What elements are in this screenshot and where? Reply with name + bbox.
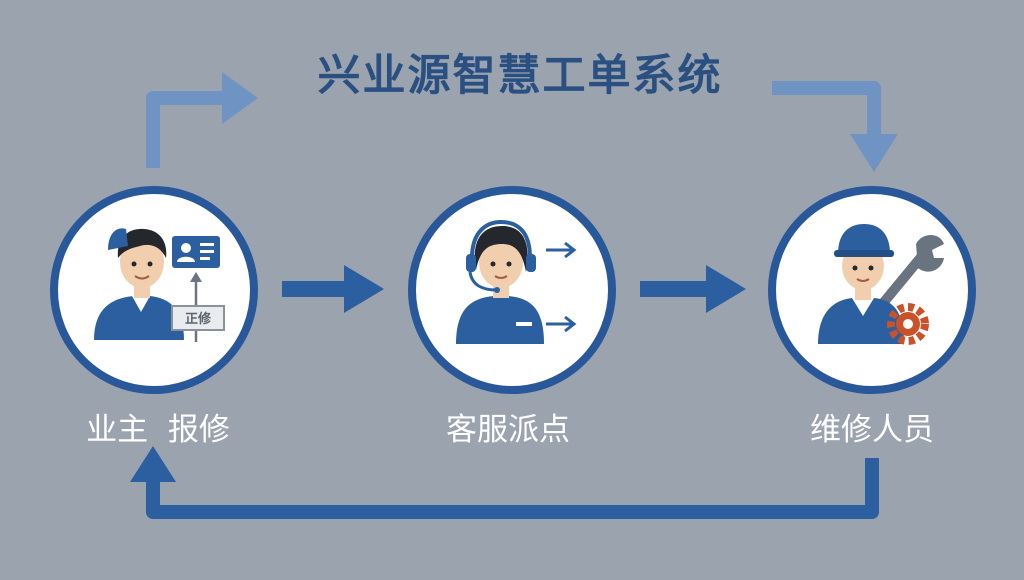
repair-card-text: 正修 (185, 311, 212, 327)
flow-arrow-tech-to-owner (130, 446, 879, 519)
owner-person-icon (94, 228, 184, 340)
flow-arrow-owner-to-service (282, 265, 384, 313)
repair-card: 正修 (171, 305, 225, 331)
node-tech (768, 186, 976, 394)
id-card-icon (172, 236, 220, 268)
diagram-title: 兴业源智慧工单系统 (317, 51, 723, 101)
repair-technician-icon (818, 224, 904, 344)
flow-arrow-title-to-tech (772, 81, 898, 172)
customer-service-headset-icon (456, 219, 544, 344)
wrench-icon (879, 235, 944, 307)
flow-arrow-owner-to-title (146, 72, 258, 168)
up-arrow-icon (190, 272, 202, 342)
node-label-tech: 维修人员 (810, 412, 934, 448)
node-label-service: 客服派点 (446, 412, 570, 448)
flow-arrow-service-to-tech (640, 265, 746, 313)
dispatch-arrow-icon (546, 241, 577, 259)
dispatch-arrow-icon (546, 315, 577, 333)
node-owner: 正修 (50, 186, 258, 394)
node-service (408, 186, 616, 394)
node-label-owner: 业主 报修 (86, 412, 230, 448)
gear-icon (887, 303, 929, 345)
